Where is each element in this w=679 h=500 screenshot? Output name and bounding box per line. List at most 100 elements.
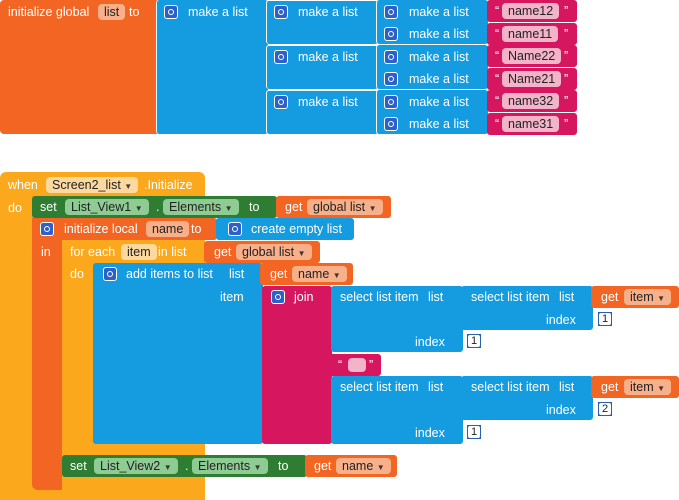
- get-label: get: [601, 380, 619, 394]
- list-label: list: [428, 380, 444, 394]
- component-dropdown[interactable]: List_View1 ▼: [65, 199, 149, 215]
- number-value[interactable]: 1: [468, 426, 480, 438]
- chevron-down-icon: ▼: [376, 463, 385, 472]
- select-list-item-label: select list item: [471, 290, 550, 304]
- variable-dropdown[interactable]: name ▼: [336, 458, 391, 474]
- mutator-gear-icon[interactable]: [384, 27, 398, 41]
- chevron-down-icon: ▼: [163, 463, 172, 472]
- mutator-gear-icon[interactable]: [271, 290, 285, 304]
- mutator-gear-icon[interactable]: [228, 222, 242, 236]
- select-list-item-block[interactable]: [331, 376, 463, 444]
- mutator-gear-icon[interactable]: [384, 117, 398, 131]
- select-list-item-block[interactable]: [461, 286, 593, 330]
- select-list-item-label: select list item: [340, 380, 419, 394]
- chevron-down-icon: ▼: [657, 294, 666, 303]
- quote-close-label: ”: [564, 117, 569, 131]
- mutator-gear-icon[interactable]: [384, 50, 398, 64]
- property-dropdown-value: Elements: [198, 459, 251, 473]
- variable-dropdown[interactable]: global list ▼: [236, 244, 312, 260]
- mutator-gear-icon[interactable]: [384, 5, 398, 19]
- mutator-gear-icon[interactable]: [274, 5, 288, 19]
- mutator-gear-icon[interactable]: [274, 95, 288, 109]
- quote-open-label: “: [338, 358, 343, 372]
- component-dropdown[interactable]: List_View2 ▼: [94, 458, 178, 474]
- initialize-local-block[interactable]: [32, 218, 62, 490]
- do-label: do: [70, 267, 84, 281]
- set-label: set: [70, 459, 87, 473]
- variable-dropdown[interactable]: name ▼: [292, 266, 347, 282]
- component-dropdown[interactable]: Screen2_list ▼: [46, 177, 139, 193]
- make-a-list-label: make a list: [188, 5, 248, 19]
- get-label: get: [285, 200, 303, 214]
- variable-dropdown[interactable]: global list ▼: [307, 199, 383, 215]
- list-label: list: [559, 380, 575, 394]
- add-items-to-list-label: add items to list: [126, 267, 213, 281]
- mutator-gear-icon[interactable]: [274, 50, 288, 64]
- variable-dropdown-value: name: [298, 267, 330, 281]
- do-label: do: [8, 201, 22, 215]
- number-value[interactable]: 2: [599, 403, 611, 415]
- variable-dropdown[interactable]: item ▼: [624, 289, 672, 305]
- initialize-local-label: initialize local: [64, 222, 138, 236]
- initialize-global-block[interactable]: [0, 0, 160, 134]
- make-a-list-block-outer[interactable]: [156, 0, 268, 134]
- text-value-field[interactable]: Name21: [502, 71, 562, 87]
- quote-open-label: “: [495, 4, 500, 18]
- text-value-field[interactable]: name31: [502, 116, 560, 132]
- quote-close-label: ”: [564, 4, 569, 18]
- item-label: item: [220, 290, 244, 304]
- number-block[interactable]: 1: [466, 333, 482, 349]
- variable-dropdown[interactable]: item ▼: [624, 379, 672, 395]
- component-dropdown-value: List_View1: [71, 200, 132, 214]
- mutator-gear-icon[interactable]: [384, 72, 398, 86]
- number-block[interactable]: 2: [597, 401, 613, 417]
- select-list-item-block[interactable]: [331, 286, 463, 352]
- create-empty-list-block[interactable]: [216, 218, 354, 240]
- number-block[interactable]: 1: [466, 424, 482, 440]
- chevron-down-icon: ▼: [124, 182, 133, 191]
- quote-open-label: “: [495, 94, 500, 108]
- text-value-field[interactable]: name12: [502, 3, 560, 19]
- property-dropdown[interactable]: Elements ▼: [163, 199, 239, 215]
- chevron-down-icon: ▼: [297, 249, 306, 258]
- component-dropdown-value: List_View2: [100, 459, 161, 473]
- chevron-down-icon: ▼: [368, 204, 377, 213]
- text-value-field[interactable]: name32: [502, 93, 560, 109]
- local-var-name-field[interactable]: name: [146, 221, 190, 237]
- global-var-name-field[interactable]: list: [98, 4, 126, 20]
- mutator-gear-icon[interactable]: [384, 95, 398, 109]
- when-label: when: [8, 178, 38, 192]
- property-dropdown[interactable]: Elements ▼: [192, 458, 268, 474]
- mutator-gear-icon[interactable]: [164, 5, 178, 19]
- list-label: list: [428, 290, 444, 304]
- select-list-item-label: select list item: [471, 380, 550, 394]
- chevron-down-icon: ▼: [332, 271, 341, 280]
- text-value-field[interactable]: name11: [502, 26, 559, 42]
- mutator-gear-icon[interactable]: [40, 222, 54, 236]
- quote-open-label: “: [495, 49, 500, 63]
- set-label: set: [40, 200, 57, 214]
- join-block[interactable]: [262, 286, 332, 444]
- number-value[interactable]: 1: [599, 313, 611, 325]
- text-value-field[interactable]: [348, 358, 366, 372]
- number-value[interactable]: 1: [468, 335, 480, 347]
- chevron-down-icon: ▼: [134, 204, 143, 213]
- dot-label: .: [185, 459, 189, 473]
- quote-open-label: “: [495, 27, 500, 41]
- quote-close-label: ”: [564, 94, 569, 108]
- to-label: to: [191, 222, 202, 236]
- index-label: index: [415, 426, 445, 440]
- select-list-item-block[interactable]: [461, 376, 593, 420]
- mutator-gear-icon[interactable]: [103, 267, 117, 281]
- number-block[interactable]: 1: [597, 311, 613, 327]
- create-empty-list-label: create empty list: [251, 222, 343, 236]
- variable-dropdown-value: global list: [242, 245, 295, 259]
- loop-var-name-field[interactable]: item: [121, 244, 157, 260]
- text-value-field[interactable]: Name22: [502, 48, 562, 64]
- add-items-to-list-block[interactable]: [93, 263, 263, 444]
- make-a-list-label: make a list: [409, 5, 469, 19]
- quote-open-label: “: [495, 117, 500, 131]
- get-label: get: [314, 459, 332, 473]
- variable-dropdown-value: item: [630, 380, 654, 394]
- for-each-label: for each: [70, 245, 116, 259]
